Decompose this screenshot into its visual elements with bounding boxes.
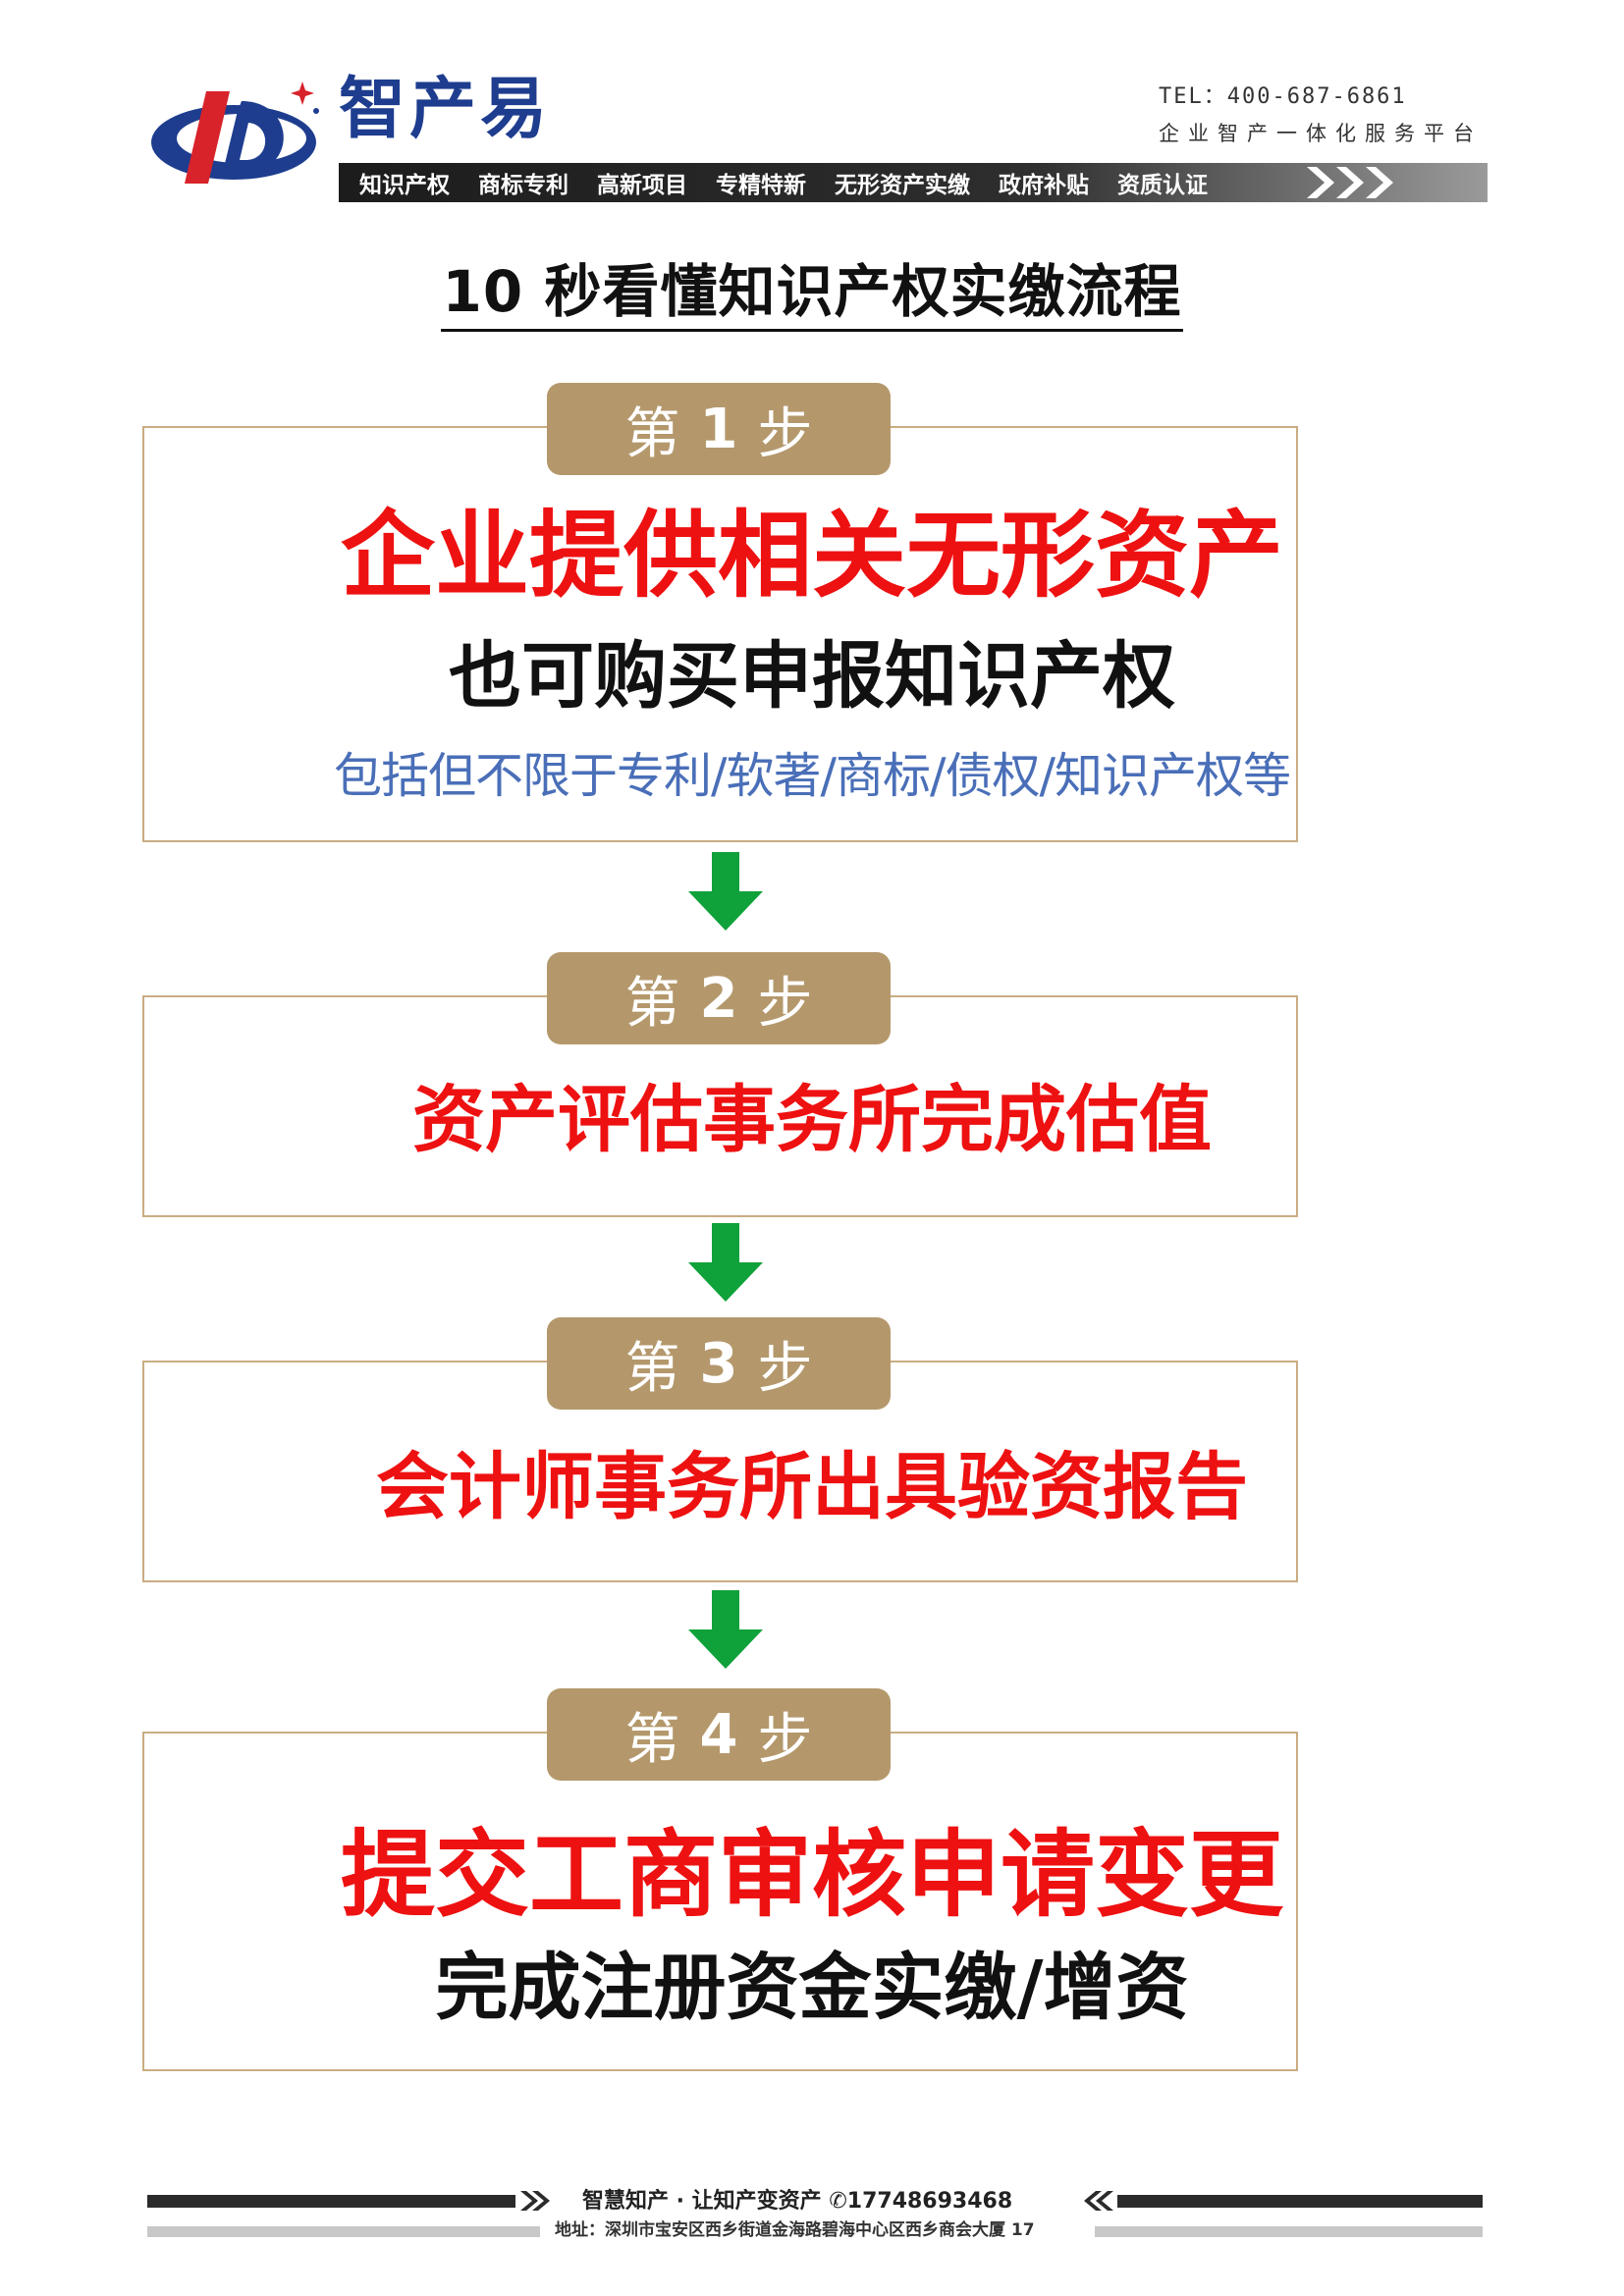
chevrons-left-icon xyxy=(1084,2191,1113,2211)
step-1-box xyxy=(142,426,1298,842)
nav-item-ip: 知识产权 xyxy=(359,173,450,198)
nav-item-certification: 资质认证 xyxy=(1117,173,1208,198)
footer-bar-right xyxy=(1117,2195,1483,2208)
step-4-badge-number: 4 xyxy=(699,1702,738,1767)
chevrons-icon xyxy=(1307,167,1393,198)
step-2-badge-prefix: 第 xyxy=(624,971,680,1036)
footer-slogan: 智慧知产 · 让知产变资产 ✆17748693468 xyxy=(582,2189,1013,2214)
step-2-main-text: 资产评估事务所完成估值 xyxy=(412,1078,1212,1162)
arrow-down-icon xyxy=(688,1590,763,1669)
nav-item-subsidy: 政府补贴 xyxy=(999,173,1089,198)
step-3-badge: 第 3 步 xyxy=(547,1317,891,1410)
nav-item-high-tech: 高新项目 xyxy=(597,173,687,198)
step-2-badge: 第 2 步 xyxy=(547,952,891,1044)
step-1-badge-number: 1 xyxy=(699,397,738,461)
step-4-box xyxy=(142,1732,1298,2071)
contact-phone: TEL：400-687-6861 xyxy=(1159,84,1407,109)
nav-item-specialized: 专精特新 xyxy=(716,173,806,198)
step-4-badge: 第 4 步 xyxy=(547,1688,891,1781)
footer-bar-grey-left xyxy=(147,2226,540,2237)
step-1-sub-text: 也可购买申报知识产权 xyxy=(449,634,1175,719)
page-title-text: 10 秒看懂知识产权实缴流程 xyxy=(440,258,1184,332)
step-1-main-text: 企业提供相关无形资产 xyxy=(341,501,1283,611)
step-4-sub-text: 完成注册资金实缴/增资 xyxy=(435,1946,1189,2030)
nav-bar: 知识产权 商标专利 高新项目 专精特新 无形资产实缴 政府补贴 资质认证 xyxy=(339,163,1216,202)
footer-bar-grey-right xyxy=(1095,2226,1483,2237)
brand-name: 智产易 xyxy=(339,71,552,148)
nav-bar-background xyxy=(339,163,1488,202)
step-3-main-text: 会计师事务所出具验资报告 xyxy=(376,1445,1248,1529)
footer-address: 地址：深圳市宝安区西乡街道金海路碧海中心区西乡商会大厦 17 xyxy=(555,2220,1035,2240)
step-3-badge-suffix: 步 xyxy=(757,1336,813,1401)
nav-item-trademark-patent: 商标专利 xyxy=(478,173,568,198)
jd-logo xyxy=(151,81,319,184)
arrow-down-icon xyxy=(688,1223,763,1302)
step-4-badge-prefix: 第 xyxy=(624,1707,680,1772)
step-1-badge-prefix: 第 xyxy=(624,401,680,466)
step-1-badge-suffix: 步 xyxy=(757,401,813,466)
step-3-badge-prefix: 第 xyxy=(624,1336,680,1401)
page-title: 10 秒看懂知识产权实缴流程 xyxy=(0,245,1624,332)
step-1-note-text: 包括但不限于专利/软著/商标/债权/知识产权等 xyxy=(333,748,1291,804)
step-2-badge-suffix: 步 xyxy=(757,971,813,1036)
arrow-down-icon xyxy=(688,852,763,931)
step-4-main-text: 提交工商审核申请变更 xyxy=(341,1820,1283,1930)
step-3-badge-number: 3 xyxy=(699,1331,738,1396)
nav-item-intangible-assets: 无形资产实缴 xyxy=(835,173,970,198)
chevrons-right-icon xyxy=(520,2191,550,2211)
step-2-badge-number: 2 xyxy=(699,966,738,1031)
step-1-badge: 第 1 步 xyxy=(547,383,891,475)
step-4-badge-suffix: 步 xyxy=(757,1707,813,1772)
footer-bar-left xyxy=(147,2195,515,2208)
platform-slogan: 企业智产一体化服务平台 xyxy=(1159,122,1483,145)
